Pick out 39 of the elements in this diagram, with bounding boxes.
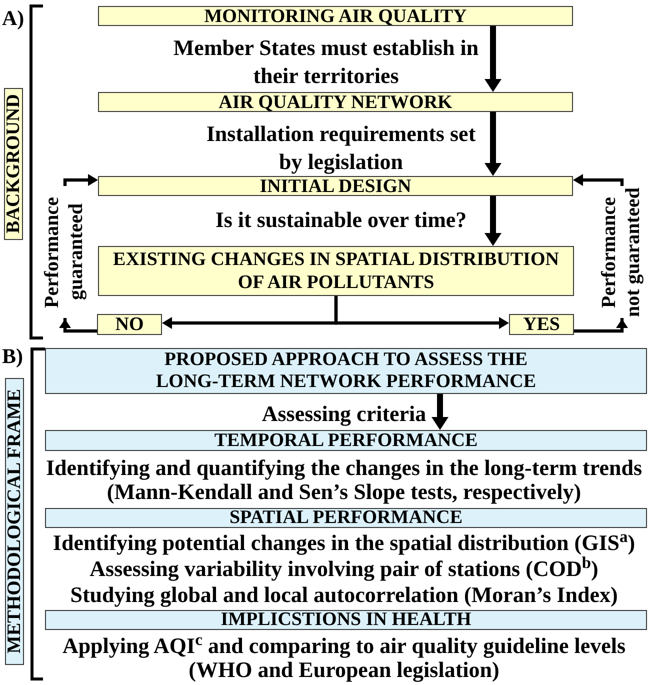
stage-box bbox=[45, 348, 647, 394]
stage-title: SPATIAL PERFORMANCE bbox=[229, 507, 463, 529]
section-title: BACKGROUND bbox=[5, 94, 22, 234]
stage-box bbox=[98, 6, 573, 26]
outcome-text: YES bbox=[523, 315, 560, 334]
stage-box bbox=[98, 92, 573, 112]
stage-title: TEMPORAL PERFORMANCE bbox=[214, 430, 478, 452]
description-text: Applying AQI$^{c}$ and comparing to air quality guideline levels (WHO and European legislation) bbox=[62, 633, 626, 682]
arrow bbox=[484, 196, 502, 246]
edge-label: Assessing criteria bbox=[262, 401, 426, 426]
outcome-box bbox=[509, 314, 574, 335]
stage-title: INITIAL DESIGN bbox=[260, 174, 412, 198]
description-text: Studying global and local autocorrelation (Moran’s Index) bbox=[70, 582, 618, 607]
stage-title: AIR QUALITY NETWORK bbox=[218, 90, 452, 114]
edge-label: Is it sustainable over time? bbox=[215, 207, 467, 232]
stage-box bbox=[45, 610, 647, 630]
outcome-box bbox=[97, 314, 162, 335]
panel-letter: B) bbox=[2, 344, 23, 368]
arrow bbox=[334, 296, 509, 329]
description-text: Assessing variability involving pair of stations (COD$^{b}$) bbox=[90, 556, 598, 581]
arrow bbox=[484, 112, 502, 176]
edge-label: Installation requirements set by legislation bbox=[206, 121, 476, 174]
stage-title: EXISTING CHANGES IN SPATIAL DISTRIBUTION OF AIR POLLUTANTS bbox=[112, 248, 560, 294]
stage-box bbox=[45, 430, 647, 451]
edge-label: Member States must establish in their territories bbox=[173, 35, 479, 88]
stage-box bbox=[98, 176, 573, 196]
stage-title: PROPOSED APPROACH TO ASSESS THE LONG-TERM NETWORK PERFORMANCE bbox=[155, 349, 537, 393]
section-title: METHODOLOGICAL FRAME bbox=[6, 389, 23, 654]
description-text: Identifying potential changes in the spatial distribution (GIS$^{a}$) bbox=[52, 530, 636, 555]
stage-box bbox=[45, 508, 647, 528]
section-tab bbox=[4, 88, 23, 240]
description-text: Identifying and quantifying the changes in the long-term trends (Mann-Kendall and Sen’s Slope tests, respectively) bbox=[46, 455, 642, 504]
stage-title: MONITORING AIR QUALITY bbox=[204, 4, 467, 28]
arrow bbox=[484, 26, 502, 92]
arrow bbox=[432, 394, 448, 430]
panel-letter: A) bbox=[2, 6, 24, 30]
outcome-text: NO bbox=[115, 315, 144, 334]
stage-title: IMPLICSTIONS IN HEALTH bbox=[220, 609, 472, 631]
section-tab bbox=[5, 378, 24, 665]
